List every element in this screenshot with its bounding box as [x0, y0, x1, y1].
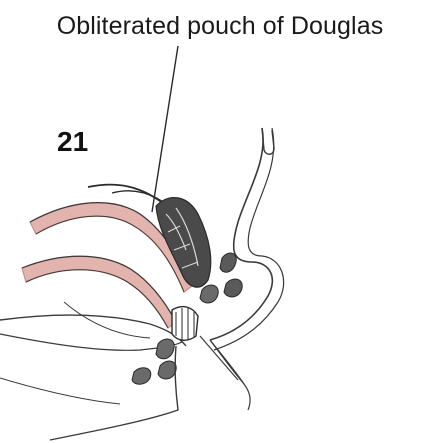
- anal-sphincter-1: [156, 339, 174, 359]
- lower-left-fold: [0, 378, 120, 404]
- canal-inner: [64, 302, 150, 338]
- posterior-wall-outline: [210, 128, 272, 340]
- band-outline-lower-2: [26, 270, 168, 328]
- buttock-outline: [210, 340, 250, 410]
- rectal-fold-3: [200, 285, 218, 303]
- anal-region-outline: [200, 336, 244, 384]
- rectal-fold-2: [224, 279, 242, 297]
- canal-wall-upper: [0, 315, 186, 346]
- rectal-fold-1: [220, 253, 236, 272]
- perineum-outline: [50, 346, 178, 440]
- anal-sphincter-2: [158, 361, 176, 379]
- canal-wall-lower: [0, 334, 182, 350]
- anal-sphincter-3: [132, 368, 151, 385]
- label-leader-line: [152, 46, 178, 212]
- posterior-wall-outline-inner: [214, 128, 284, 350]
- lower-mucosa-band: [22, 256, 176, 328]
- peritoneal-fold: [262, 128, 274, 154]
